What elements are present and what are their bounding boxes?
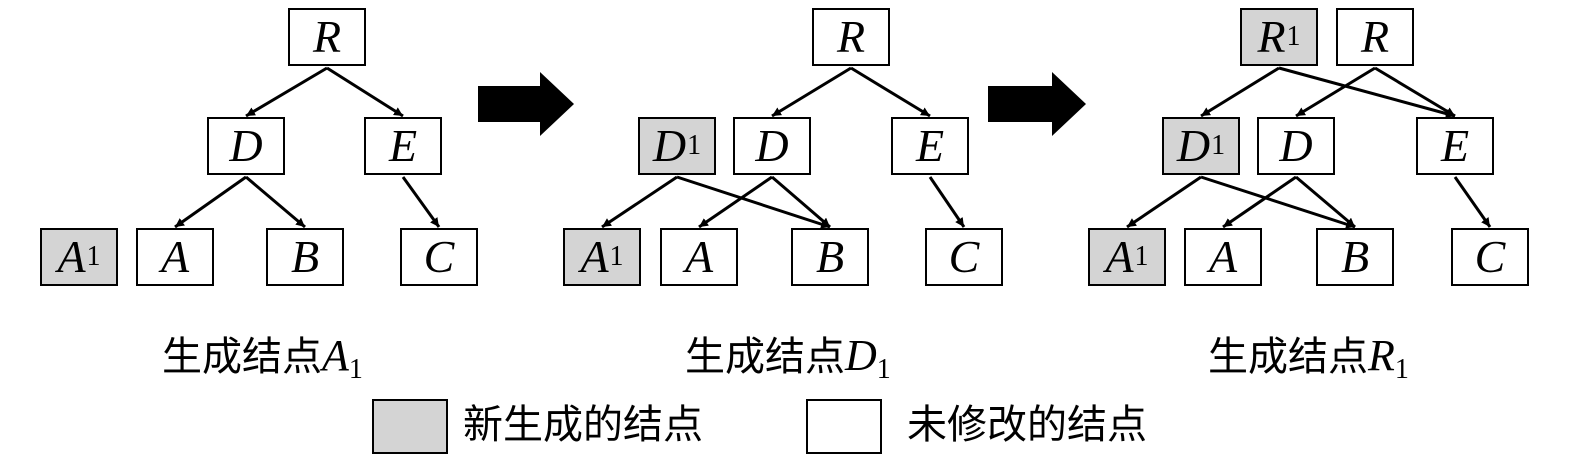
node-letter: D	[755, 120, 789, 171]
node-r: R	[812, 8, 890, 66]
node-b: B	[1316, 228, 1394, 286]
legend-new-swatch	[372, 399, 448, 454]
edge-e-to-c	[401, 176, 441, 228]
node-letter: B	[815, 231, 845, 282]
node-letter: R	[1257, 11, 1286, 62]
legend-new-label: 新生成的结点	[463, 402, 703, 448]
edge-r-to-d	[1295, 66, 1376, 118]
edge-d-to-a	[1222, 175, 1297, 229]
node-subscript: 1	[86, 241, 101, 272]
edge-d-to-b	[245, 175, 306, 229]
node-a: A	[136, 228, 214, 286]
node-letter: A	[684, 231, 714, 282]
node-e: E	[1416, 117, 1494, 175]
caption-prefix: 生成结点	[1208, 334, 1368, 380]
node-letter: C	[423, 231, 455, 282]
node-letter: D	[652, 120, 687, 171]
edge-d-to-b	[1295, 175, 1356, 229]
node-r: R	[288, 8, 366, 66]
edge-e-to-c	[1453, 176, 1492, 228]
node-letter: E	[388, 120, 418, 171]
node-letter: D	[229, 120, 263, 171]
caption-subscript: 1	[876, 354, 891, 385]
edge-d-to-a	[698, 175, 773, 229]
node-letter: C	[948, 231, 980, 282]
legend-unchanged-label: 未修改的结点	[907, 402, 1147, 448]
node-subscript: 1	[609, 241, 624, 272]
node-subscript: 1	[1211, 130, 1226, 161]
node-a: A	[1184, 228, 1262, 286]
caption-letter: R	[1368, 331, 1395, 380]
node-c: C	[925, 228, 1003, 286]
node-letter: D	[1279, 120, 1313, 171]
node-letter: D	[1176, 120, 1211, 171]
step-arrow-2	[988, 72, 1086, 136]
node-letter: C	[1474, 231, 1506, 282]
step-arrow-1	[478, 72, 574, 136]
node-d: D	[1257, 117, 1335, 175]
edge-d1-to-a1	[601, 175, 678, 229]
node-letter: A	[580, 231, 609, 282]
caption-subscript: 1	[348, 354, 363, 385]
node-b: B	[266, 228, 344, 286]
node-letter: B	[290, 231, 320, 282]
caption-letter: D	[845, 331, 877, 380]
caption-prefix: 生成结点	[162, 334, 322, 380]
node-letter: A	[1105, 231, 1134, 282]
panel-2-caption: 生成结点D1	[685, 334, 891, 384]
caption-subscript: 1	[1394, 354, 1409, 385]
node-c: C	[1451, 228, 1529, 286]
edge-r-to-e	[1374, 66, 1456, 118]
node-subscript: 1	[687, 130, 702, 161]
legend-unchanged-swatch	[806, 399, 882, 454]
node-letter: A	[160, 231, 190, 282]
node-e: E	[364, 117, 442, 175]
node-b: B	[791, 228, 869, 286]
node-r: R	[1336, 8, 1414, 66]
panel-3-caption: 生成结点R1	[1208, 334, 1409, 384]
node-letter: R	[1360, 11, 1390, 62]
panel-1-caption: 生成结点A1	[162, 334, 363, 384]
node-d: D	[733, 117, 811, 175]
node-letter: R	[312, 11, 342, 62]
node-letter: E	[1440, 120, 1470, 171]
caption-prefix: 生成结点	[685, 334, 845, 380]
edge-r1-to-e	[1278, 66, 1456, 118]
node-letter: E	[915, 120, 945, 171]
edge-r-to-e	[850, 66, 931, 118]
node-c: C	[400, 228, 478, 286]
edge-d-to-a	[174, 175, 247, 229]
edge-e-to-c	[928, 176, 966, 228]
edge-d1-to-a1	[1126, 175, 1202, 229]
node-letter: A	[57, 231, 86, 282]
node-d: D	[207, 117, 285, 175]
caption-letter: A	[322, 331, 349, 380]
node-a: A	[660, 228, 738, 286]
node-letter: B	[1340, 231, 1370, 282]
edge-r-to-d	[771, 66, 852, 118]
edge-r1-to-d1	[1200, 66, 1280, 118]
node-e: E	[891, 117, 969, 175]
node-subscript: 1	[1286, 21, 1301, 52]
edge-d1-to-b	[676, 175, 831, 229]
edge-r-to-e	[326, 66, 404, 118]
edge-d1-to-b	[1200, 175, 1356, 229]
edge-d-to-b	[771, 175, 831, 229]
edge-r-to-d	[245, 66, 328, 118]
node-letter: A	[1208, 231, 1238, 282]
node-subscript: 1	[1134, 241, 1149, 272]
node-letter: R	[836, 11, 866, 62]
